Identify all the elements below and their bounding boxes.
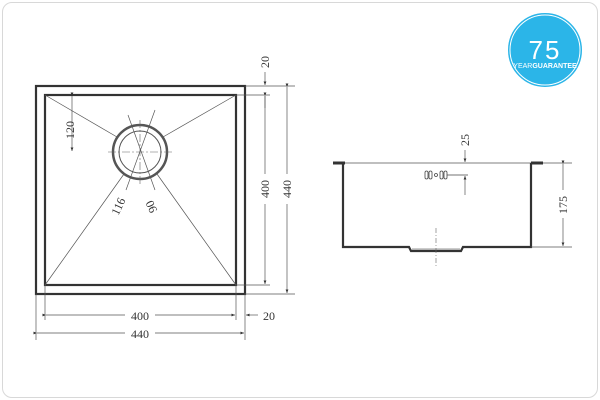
- dim-height-outer: 440: [280, 180, 294, 198]
- dim-width-outer: 440: [131, 327, 149, 341]
- dim-rim-top: 20: [258, 56, 272, 68]
- dim-drain-inner: 90: [142, 198, 160, 215]
- dim-depth: 175: [556, 196, 570, 214]
- dim-overflow: 25: [458, 134, 472, 146]
- drain-centerlines: [108, 120, 173, 185]
- inner-bowl: [43, 93, 238, 287]
- logo-number: 75: [529, 35, 562, 65]
- top-view: 120 116 90 400 440 20: [33, 56, 295, 341]
- dim-rim-right: 20: [263, 309, 275, 323]
- dim-height-inner: 400: [258, 180, 272, 198]
- dim-width-inner: 400: [131, 309, 149, 323]
- dim-drain-outer: 116: [108, 195, 128, 217]
- slope-lines: [44, 94, 237, 286]
- guarantee-logo: 75 YEARGUARANTEE: [506, 11, 584, 89]
- overflow-icon: [424, 170, 468, 180]
- dim-drain-offset: 120: [63, 121, 77, 139]
- outer-rim: [34, 84, 247, 296]
- logo-text: YEARGUARANTEE: [513, 63, 577, 70]
- side-view: 25 175: [333, 134, 572, 266]
